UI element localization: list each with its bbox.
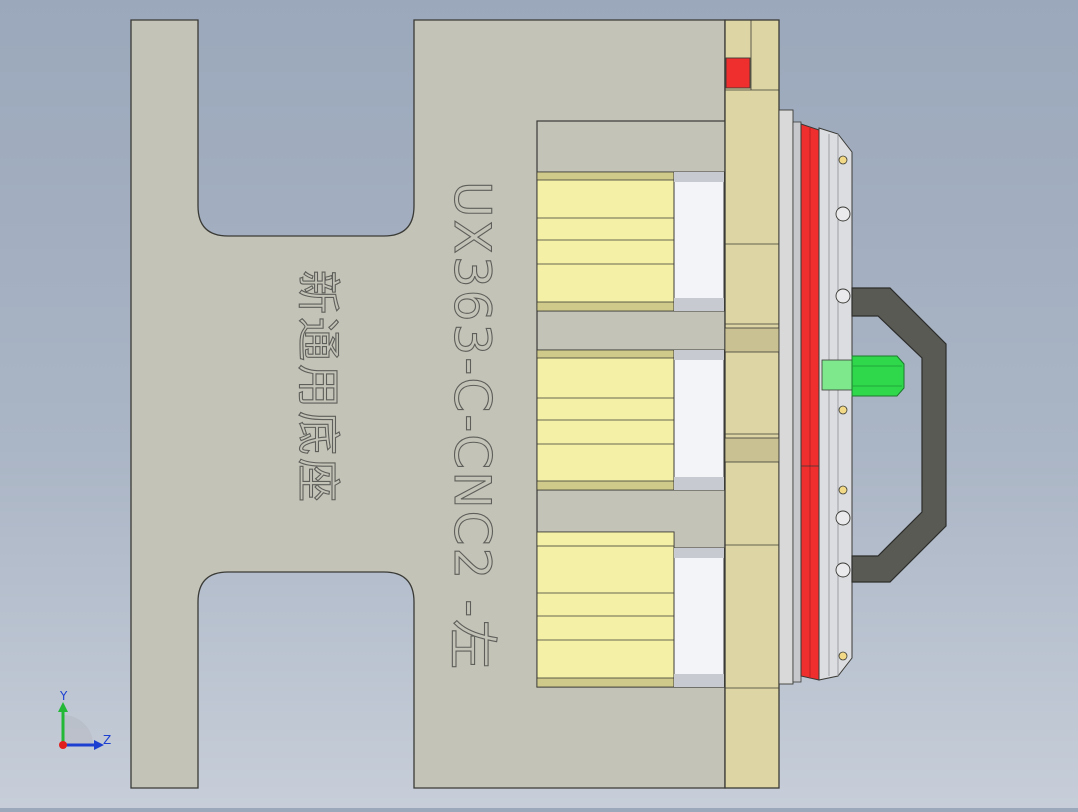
mount-hole	[835, 562, 851, 578]
y-arrow-icon	[58, 702, 68, 712]
screw-head	[838, 651, 848, 661]
red-clamp-jaw[interactable]	[800, 123, 820, 681]
svg-text:UX363-C-CNC2 -左: UX363-C-CNC2 -左	[443, 181, 501, 671]
fixture-spacer[interactable]	[778, 109, 794, 685]
z-arrow-icon	[94, 740, 104, 750]
z-axis-label: Z	[103, 733, 111, 747]
screw-head	[838, 485, 848, 495]
svg-text:新通用底座: 新通用底座	[292, 270, 343, 505]
side-plate[interactable]	[724, 19, 780, 789]
mount-hole	[835, 510, 851, 526]
clamp-block-middle[interactable]	[536, 349, 725, 491]
clamp-block-bottom[interactable]	[536, 531, 725, 688]
screw-head	[838, 155, 848, 165]
triad-origin	[59, 741, 67, 749]
part-name-engraving: 新通用底座	[291, 269, 343, 505]
y-axis-label: Y	[59, 689, 68, 703]
green-locating-pin[interactable]	[821, 355, 905, 397]
c-handle[interactable]	[851, 287, 947, 583]
fixture-rail[interactable]	[792, 121, 802, 683]
part-code-engraving: UX363-C-CNC2 -左	[442, 180, 501, 671]
triad-quadrant	[63, 715, 93, 745]
red-marker-block[interactable]	[725, 57, 751, 89]
clamp-block-top[interactable]	[536, 171, 725, 312]
fixture-plate[interactable]	[818, 127, 853, 681]
coordinate-triad: Y Z	[58, 689, 111, 750]
mount-hole	[835, 206, 851, 222]
screw-head	[838, 405, 848, 415]
mount-hole	[835, 288, 851, 304]
